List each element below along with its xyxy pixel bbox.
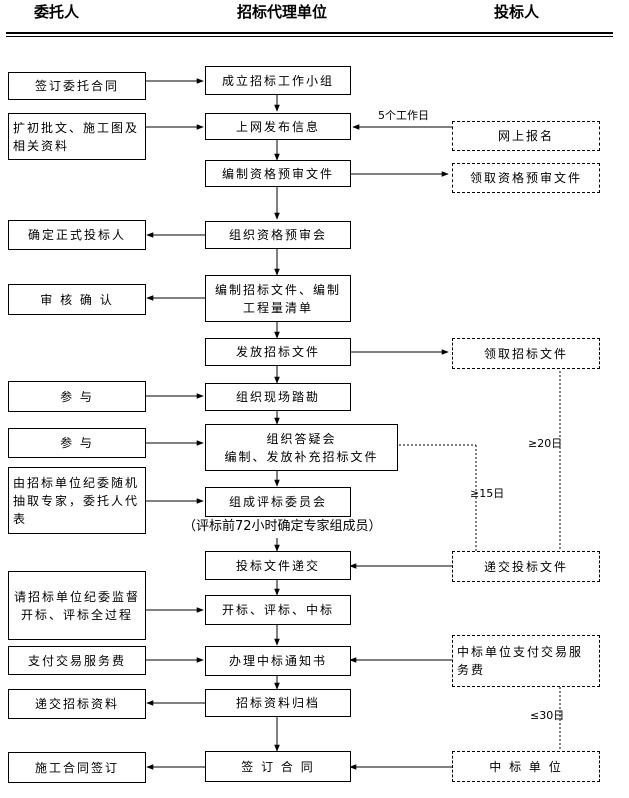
center-step-bid-submission: 投标文件递交 [205, 551, 351, 580]
left-step-pay-fee: 支付交易服务费 [8, 646, 146, 675]
header-rule-thick [6, 32, 613, 34]
left-step-participate-1: 参 与 [8, 381, 146, 412]
right-step-get-tender-docs: 领取招标文件 [452, 338, 600, 369]
left-step-review-confirm: 审 核 确 认 [8, 284, 146, 315]
header-agency: 招标代理单位 [237, 3, 328, 21]
center-step-form-team: 成立招标工作小组 [205, 66, 351, 95]
left-step-expert-selection: 由招标单位纪委随机抽取专家，委托人代表 [8, 467, 146, 534]
note-five-working-days: 5个工作日 [378, 109, 429, 122]
center-step-qa-meeting-line2: 编制、发放补充招标文件 [224, 449, 379, 464]
header-rule-thin [6, 36, 613, 37]
left-step-approval-docs: 扩初批文、施工图及相关资料 [8, 113, 146, 160]
center-step-qa-meeting: 组织答疑会 编制、发放补充招标文件 [205, 424, 398, 471]
center-step-bid-opening: 开标、评标、中标 [205, 595, 351, 625]
right-step-submit-bid: 递交投标文件 [452, 551, 600, 582]
header-principal: 委托人 [34, 3, 80, 21]
left-step-participate-2: 参 与 [8, 428, 146, 458]
left-step-construction-contract: 施工合同签订 [8, 752, 146, 783]
header-bidder: 投标人 [494, 3, 540, 21]
right-step-online-registration: 网上报名 [452, 121, 600, 151]
center-step-issue-tender: 发放招标文件 [205, 338, 351, 366]
note-at-least-20-days: ≥20日 [528, 437, 563, 450]
center-step-publish-info: 上网发布信息 [205, 113, 351, 140]
center-step-sign-contract: 签 订 合 同 [205, 751, 351, 782]
center-step-archive: 招标资料归档 [205, 689, 351, 717]
center-step-prequal-docs: 编制资格预审文件 [205, 160, 351, 187]
right-step-winning-bidder: 中 标 单 位 [452, 751, 600, 782]
center-step-qa-meeting-line1: 组织答疑会 [266, 431, 337, 446]
center-step-tender-docs: 编制招标文件、编制工程量清单 [205, 275, 351, 322]
center-step-prequal-meeting: 组织资格预审会 [205, 221, 351, 249]
note-at-least-15-days: ≥15日 [470, 487, 505, 500]
left-step-submit-materials: 递交招标资料 [8, 689, 146, 719]
center-step-site-visit: 组织现场踏勘 [205, 383, 351, 411]
left-step-supervision: 请招标单位纪委监督开标、评标全过程 [8, 571, 146, 640]
note-expert-deadline: （评标前72小时确定专家组成员） [183, 519, 382, 534]
note-at-most-30-days: ≤30日 [530, 709, 565, 722]
left-step-sign-entrust: 签订委托合同 [8, 72, 146, 100]
center-step-award-notice: 办理中标通知书 [205, 646, 351, 676]
right-step-get-prequal-docs: 领取资格预审文件 [452, 163, 600, 193]
center-step-eval-committee: 组成评标委员会 [205, 487, 351, 517]
left-step-confirm-bidders: 确定正式投标人 [8, 220, 146, 250]
right-step-winner-pay-fee: 中标单位支付交易服务费 [452, 635, 600, 687]
